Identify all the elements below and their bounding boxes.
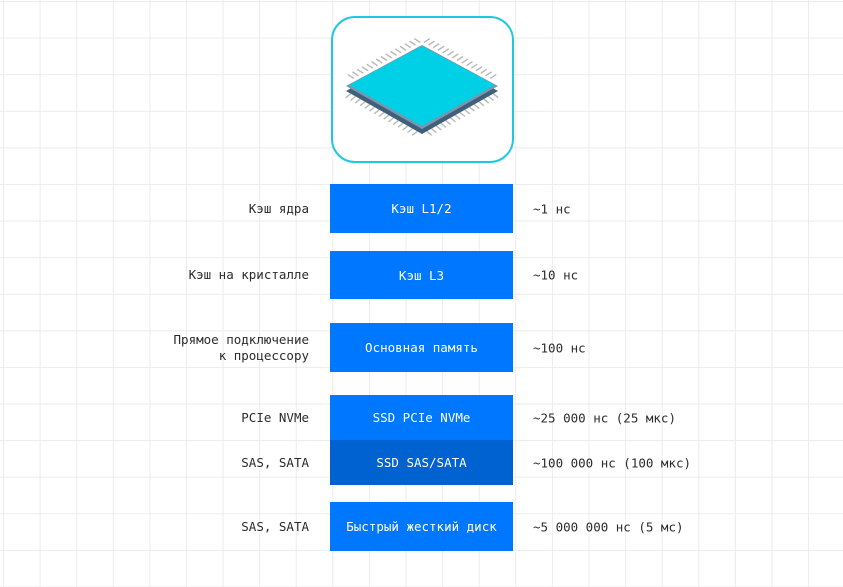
- connection-label: SAS, SATA: [241, 519, 309, 535]
- connection-line-1: Кэш на кристалле: [188, 267, 309, 282]
- latency-value: ~100 000 нс (100 мкс): [533, 455, 692, 470]
- connection-line-2: к процессору: [218, 347, 309, 363]
- latency-value: ~5 000 000 нс (5 мс): [533, 519, 684, 534]
- cpu-chip-icon: [345, 37, 499, 136]
- latency-value: ~10 нс: [533, 267, 579, 283]
- memory-tier-block: Быстрый жесткий диск: [330, 502, 513, 551]
- connection-line-1: Прямое подключение: [173, 331, 309, 347]
- memory-tier-label: Быстрый жесткий диск: [346, 519, 497, 534]
- memory-tier-block: Основная память: [330, 323, 513, 372]
- memory-tier-block: Кэш L3: [330, 251, 513, 299]
- connection-line-1: Кэш ядра: [248, 200, 309, 216]
- connection-line-1: SAS, SATA: [241, 454, 309, 470]
- connection-label: PCIe NVMe: [241, 410, 309, 426]
- latency-value: ~100 нс: [533, 340, 586, 355]
- memory-tier-block: SSD PCIe NVMe: [330, 395, 513, 440]
- memory-tier-block: Кэш L1/2: [330, 184, 513, 233]
- connection-line-1: SAS, SATA: [241, 518, 309, 534]
- connection-label: Кэш на кристалле: [189, 267, 309, 283]
- connection-label: SAS, SATA: [241, 455, 309, 471]
- memory-tier-label: Основная память: [365, 340, 478, 355]
- connection-label: Кэш ядра: [249, 201, 309, 217]
- cpu-card: [331, 16, 514, 163]
- memory-tier-label: SSD PCIe NVMe: [372, 410, 471, 425]
- memory-tier-block: SSD SAS/SATA: [330, 440, 513, 485]
- memory-tier-label: Кэш L3: [398, 267, 445, 283]
- memory-tier-label: SSD SAS/SATA: [376, 455, 467, 470]
- latency-value: ~25 000 нс (25 мкс): [533, 410, 676, 425]
- memory-tier-label: Кэш L1/2: [391, 201, 452, 216]
- connection-line-1: PCIe NVMe: [241, 409, 309, 425]
- latency-value: ~1 нс: [533, 201, 571, 216]
